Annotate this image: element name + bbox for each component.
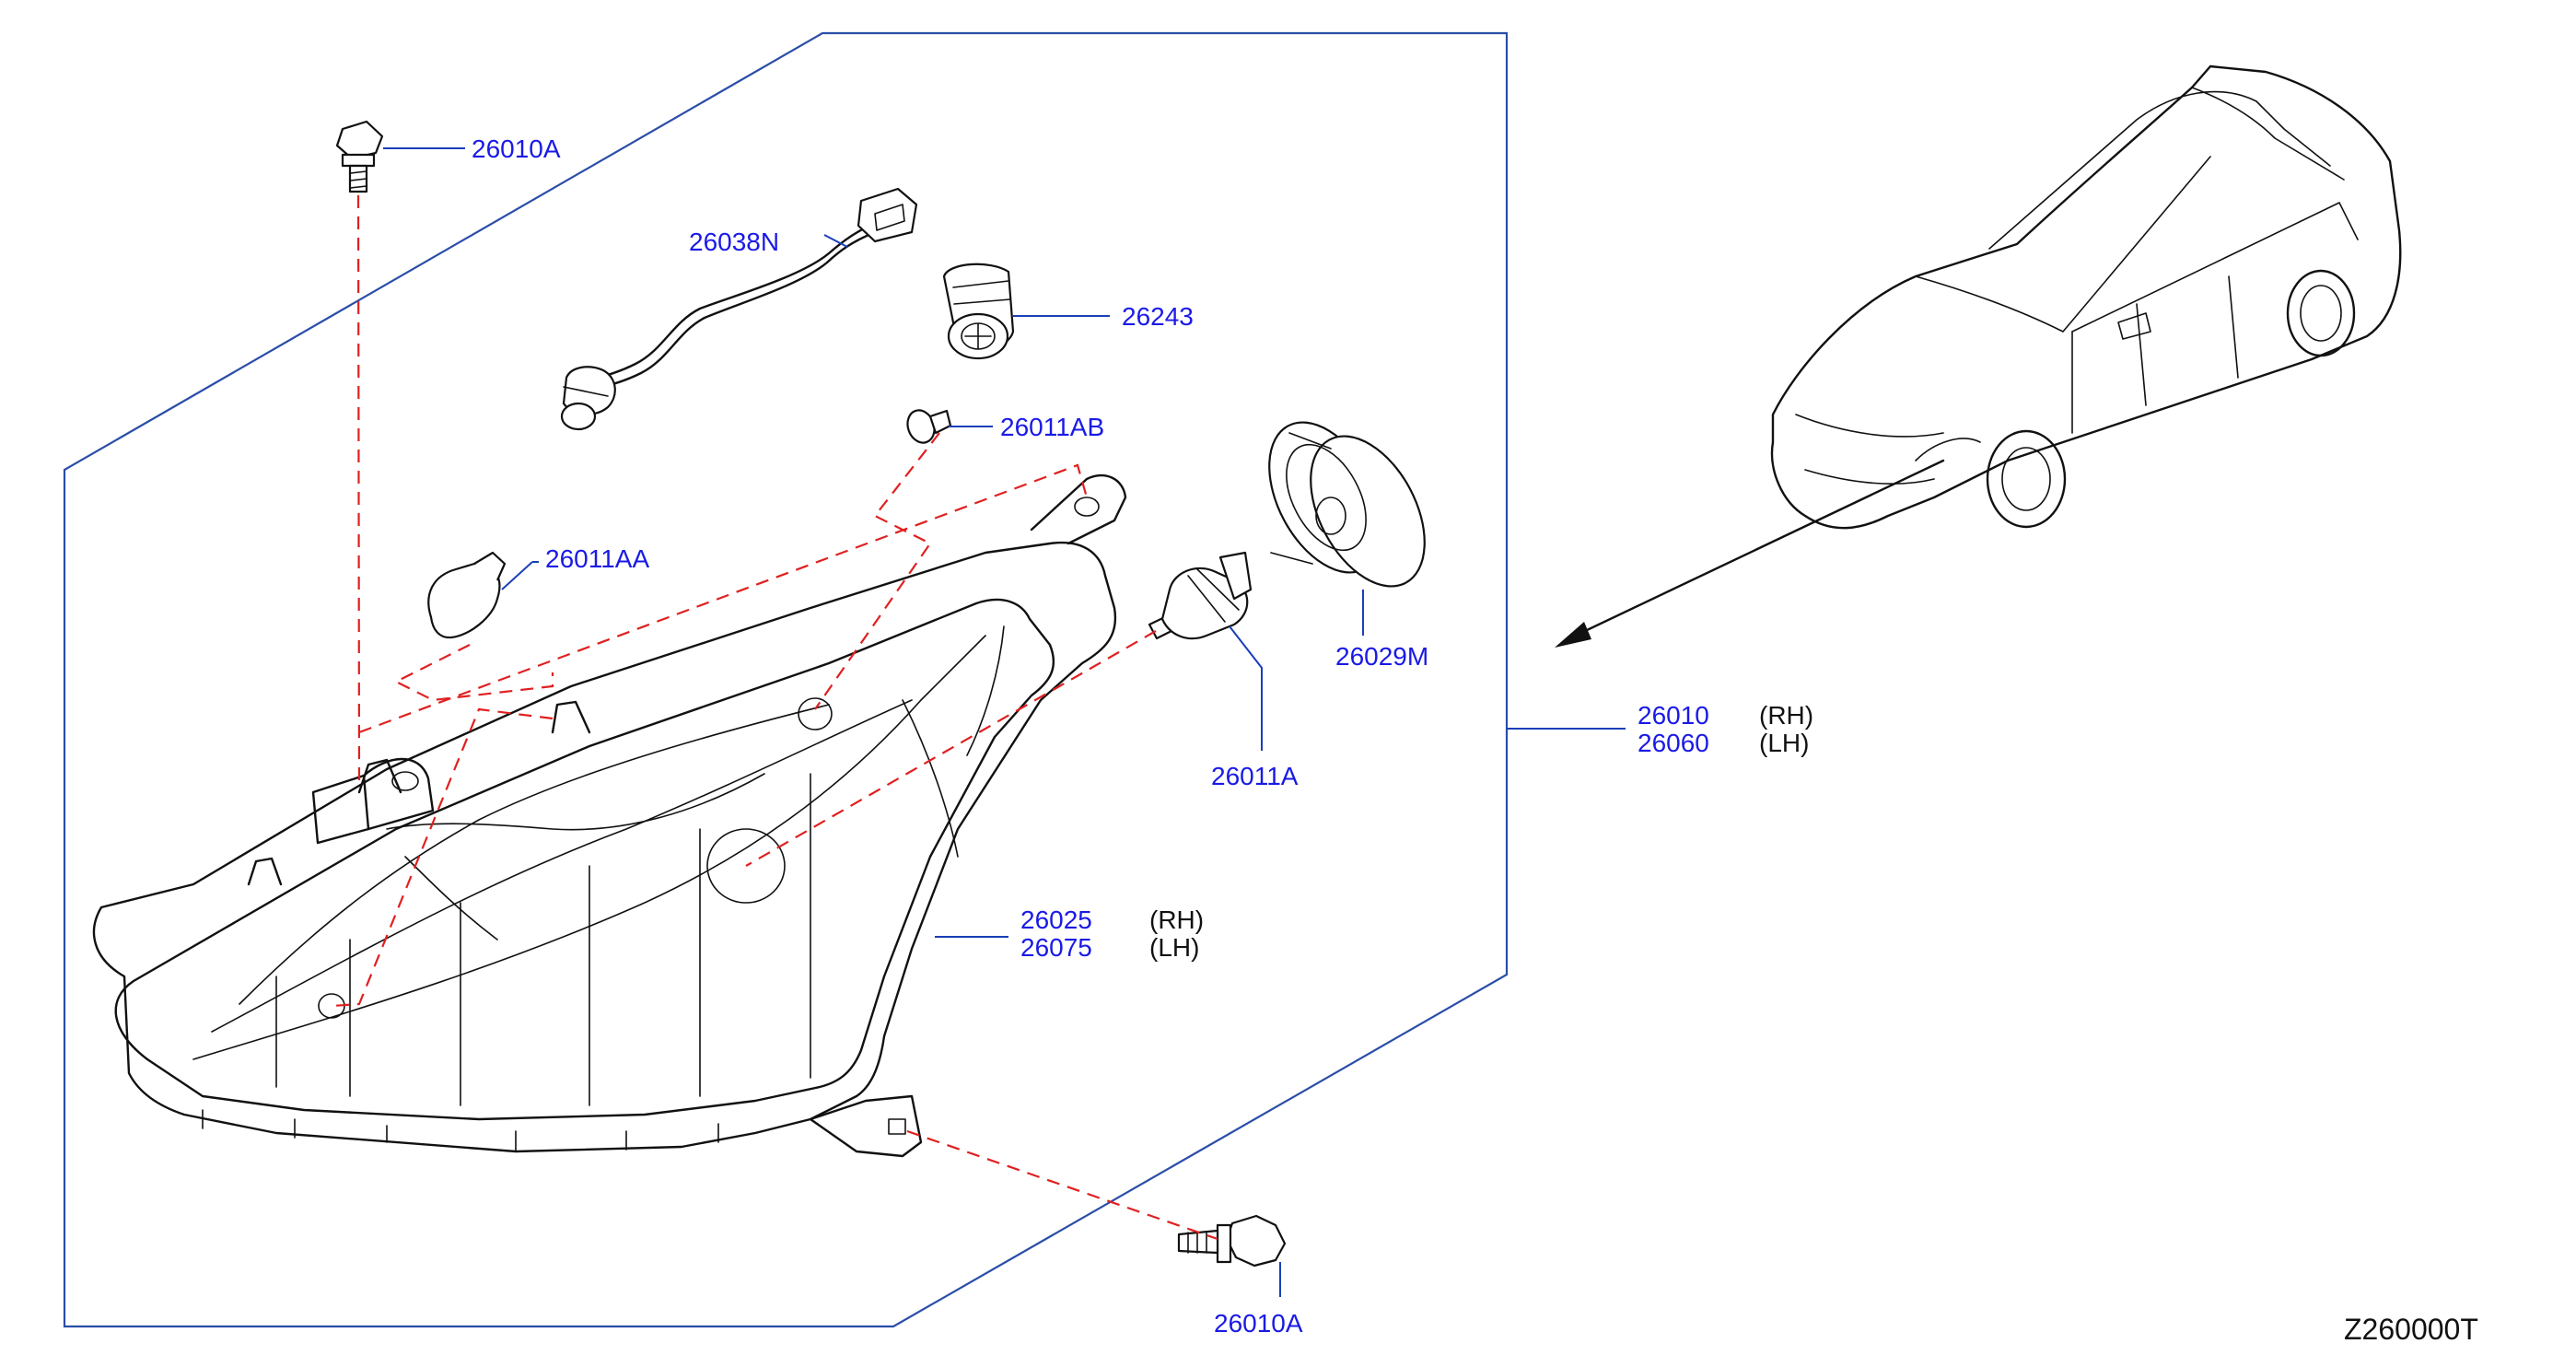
callout-bolt-top: 26010A [472, 134, 561, 163]
callout-assembly-rh: 26010 [1638, 701, 1709, 730]
vehicle-pointer-arrow [1555, 459, 1945, 648]
callout-cap: 26029M [1335, 642, 1428, 671]
bulb-turn [427, 551, 507, 639]
side-label-assembly-rh: (RH) [1759, 701, 1813, 730]
leader-lines [383, 147, 1626, 1297]
side-label-housing-lh: (LH) [1149, 933, 1199, 962]
callout-harness: 26038N [689, 228, 779, 256]
bulb-wedge [906, 409, 952, 444]
callout-bulb-turn: 26011AA [545, 544, 649, 573]
assembly-frame [63, 31, 1509, 1328]
callout-bulb-wedge: 26011AB [1000, 413, 1104, 441]
headlamp-housing [92, 473, 1127, 1158]
callout-bolt-bottom: 26010A [1214, 1309, 1303, 1338]
harness [560, 187, 918, 431]
callout-housing-rh: 26025 [1020, 905, 1092, 934]
side-label-assembly-lh: (LH) [1759, 729, 1809, 757]
bolt-top [335, 120, 384, 193]
side-label-housing-rh: (RH) [1149, 905, 1204, 934]
bolt-bottom [1177, 1214, 1287, 1268]
callout-socket: 26243 [1122, 302, 1194, 331]
callout-assembly-lh: 26060 [1638, 729, 1709, 757]
callout-housing-lh: 26075 [1020, 933, 1092, 962]
callout-bulb-headlamp: 26011A [1211, 762, 1299, 790]
bulb-headlamp [1148, 551, 1253, 640]
diagram-reference-code: Z260000T [2344, 1313, 2478, 1346]
dashed-guides [331, 194, 1218, 1241]
cap [1268, 421, 1426, 588]
vehicle-illustration [1770, 64, 2402, 530]
socket [942, 263, 1015, 360]
